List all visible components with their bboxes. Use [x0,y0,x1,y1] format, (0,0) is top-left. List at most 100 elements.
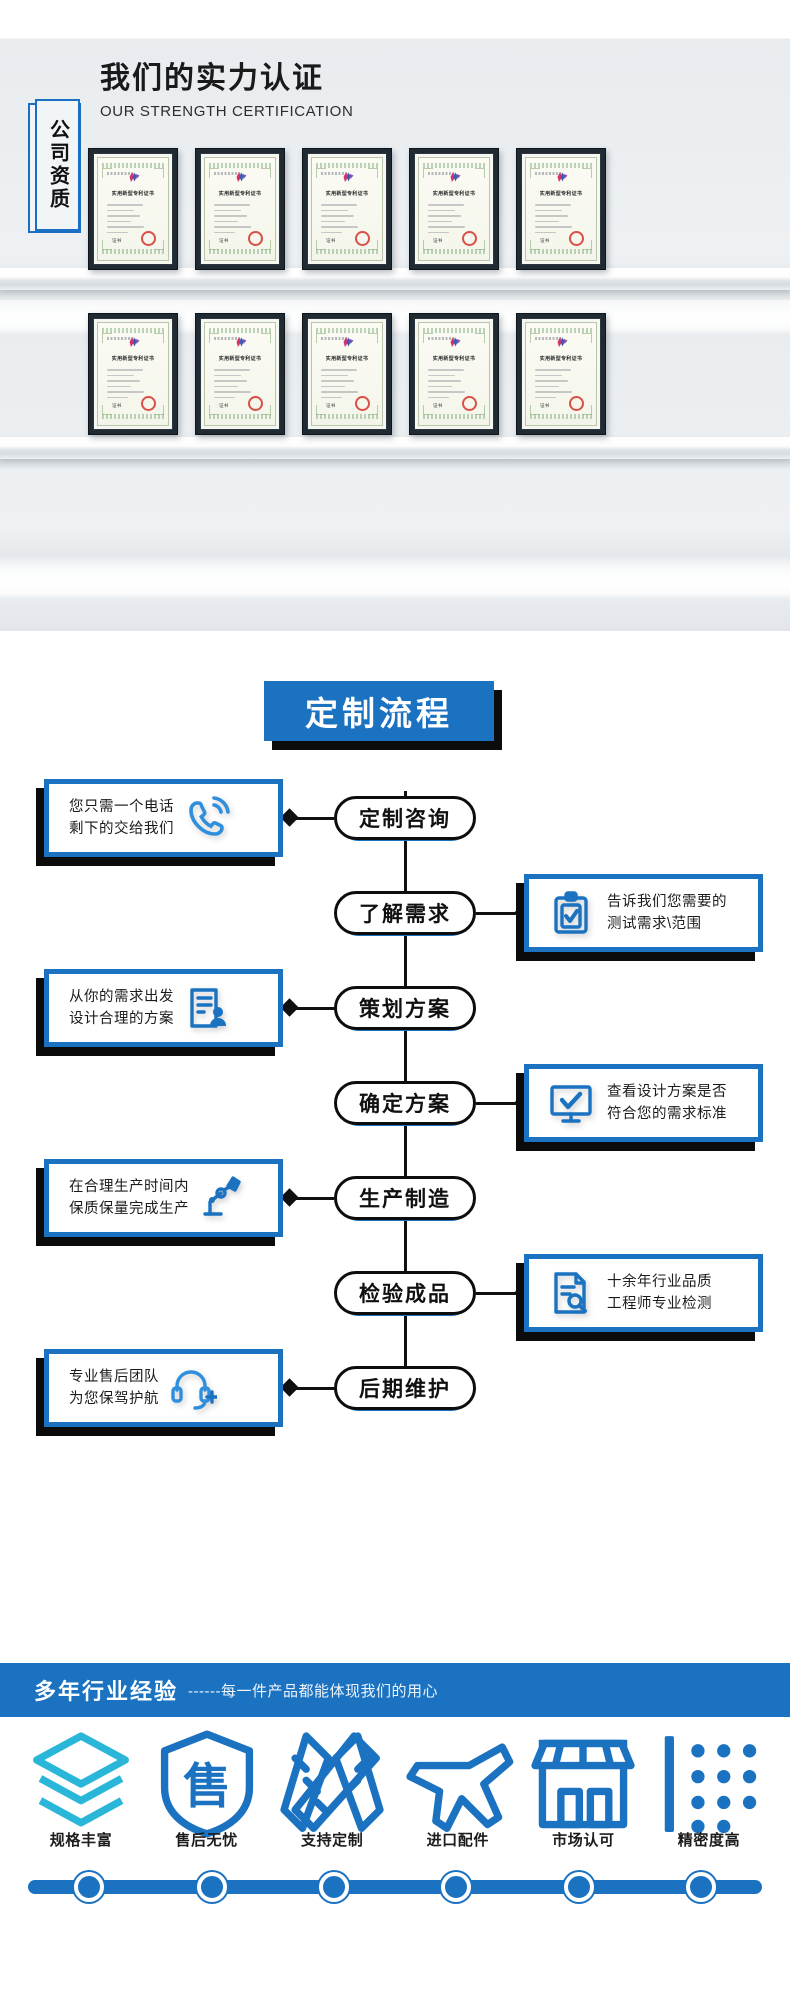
certificate-seal-icon [248,231,263,246]
track-node-4[interactable] [441,1872,472,1902]
feature-item-2: 售 售后无忧 [148,1730,266,1850]
flow-desc-card-4: 查看设计方案是否 符合您的需求标准 [516,1064,763,1151]
certificate-frame: 实用新型专利证书 证书 [302,148,392,270]
certificate-signature: 证书 [219,403,229,408]
certificate-corner-icon [530,240,540,250]
certificate-corner-icon [368,333,378,343]
certificate-meta-line [214,172,240,175]
track-node-5[interactable] [563,1872,594,1902]
feature-label: 支持定制 [300,1832,364,1849]
certificate-bottom-ornament [423,414,485,419]
flow-connector [286,1007,334,1010]
certificate-mat: 实用新型专利证书 证书 [521,153,601,265]
certificate-top-ornament [530,328,592,333]
feature-label: 进口配件 [426,1832,489,1849]
flow-step-pill[interactable]: 了解需求 [334,891,476,935]
certificate-corner-icon [368,405,378,415]
certificate-top-ornament [423,328,485,333]
flow-step-label: 了解需求 [359,903,451,926]
shield-sale-icon: 售 [148,1730,266,1838]
certificate-title: 实用新型专利证书 [432,191,476,197]
track-node-6[interactable] [685,1872,716,1902]
flow-step-pill[interactable]: 生产制造 [334,1176,476,1220]
certificate-mat: 实用新型专利证书 证书 [93,318,173,430]
flow-card-text: 您只需一个电话 剩下的交给我们 [69,798,174,837]
certificate-mat: 实用新型专利证书 证书 [200,153,280,265]
flow-step-7[interactable]: 后期维护 [334,1366,476,1411]
certificate-corner-icon [368,168,378,178]
certificate-bottom-ornament [209,414,271,419]
certificate-corner-icon [475,405,485,415]
certificate-text-lines [535,204,587,237]
certificate-title: 实用新型专利证书 [325,191,369,197]
certificate-corner-icon [582,240,592,250]
feature-row: 规格丰富 售 售后无忧 支持定制 进口配件 市场认可 精密度高 [0,1717,790,1860]
certificate-corner-icon [261,333,271,343]
certificate-signature: 证书 [326,403,336,408]
certificate-top-ornament [530,163,592,168]
document-user-icon [184,984,232,1032]
certificate-signature: 证书 [540,403,550,408]
track-node-1[interactable] [74,1872,105,1902]
patent-emblem-icon [557,172,568,182]
flow-step-label: 定制咨询 [359,808,451,831]
monitor-check-icon [547,1079,595,1127]
flow-step-2[interactable]: 了解需求 [334,891,476,936]
flow-step-pill[interactable]: 后期维护 [334,1366,476,1410]
shelf-edge-bottom [0,459,790,469]
flow-step-pill[interactable]: 确定方案 [334,1081,476,1125]
certificate-corner-icon [102,333,112,343]
flow-card-text: 专业售后团队 为您保驾护航 [69,1368,159,1407]
flow-step-3[interactable]: 策划方案 [334,986,476,1031]
headset-support-icon [169,1364,219,1412]
shelf-edge-top [0,290,790,300]
certificate-document: 实用新型专利证书 证书 [97,322,169,426]
certificate-seal-icon [462,396,477,411]
certificate-mat: 实用新型专利证书 证书 [521,318,601,430]
certificate-corner-icon [582,333,592,343]
flow-desc-card-7: 专业售后团队 为您保驾护航 [36,1349,283,1436]
flow-step-5[interactable]: 生产制造 [334,1176,476,1221]
track-node-2[interactable] [196,1872,227,1902]
flow-desc-card-6: 十余年行业品质 工程师专业检测 [516,1254,763,1341]
shelf-bottom [0,437,790,459]
certificate-document: 实用新型专利证书 证书 [204,157,276,261]
flow-step-4[interactable]: 确定方案 [334,1081,476,1126]
patent-emblem-icon [343,337,354,347]
flow-card-box: 您只需一个电话 剩下的交给我们 [44,779,283,857]
flow-step-pill[interactable]: 策划方案 [334,986,476,1030]
certificate-corner-icon [423,333,433,343]
certificate-text-lines [107,204,159,237]
certificate-bottom-ornament [316,414,378,419]
certificate-corner-icon [102,240,112,250]
track-node-3[interactable] [318,1872,349,1902]
flow-connector-diamond [280,808,299,827]
certificate-corner-icon [423,240,433,250]
certificate-seal-icon [569,396,584,411]
certificate-text-lines [535,369,587,402]
patent-emblem-icon [236,337,247,347]
certificate-corner-icon [475,333,485,343]
flow-connector [286,817,334,820]
flow-step-pill[interactable]: 定制咨询 [334,796,476,840]
flow-connector-diamond [280,1378,299,1397]
certificate-frame: 实用新型专利证书 证书 [195,148,285,270]
flow-step-1[interactable]: 定制咨询 [334,796,476,841]
certificate-frame: 实用新型专利证书 证书 [88,313,178,435]
certificate-text-lines [214,204,266,237]
certificate-meta-line [107,172,133,175]
certificate-signature: 证书 [540,238,550,243]
flow-step-6[interactable]: 检验成品 [334,1271,476,1316]
certificate-signature: 证书 [433,403,443,408]
certificate-top-ornament [316,328,378,333]
certificate-top-ornament [209,163,271,168]
company-qualification-badge: 公司资质 [28,99,81,233]
certificate-title: 实用新型专利证书 [218,191,262,197]
phone-call-icon [184,794,232,842]
certificate-corner-icon [475,240,485,250]
flow-step-pill[interactable]: 检验成品 [334,1271,476,1315]
certificate-corner-icon [530,333,540,343]
certificate-corner-icon [530,405,540,415]
certificate-corner-icon [423,168,433,178]
certificate-title: 实用新型专利证书 [539,356,583,362]
